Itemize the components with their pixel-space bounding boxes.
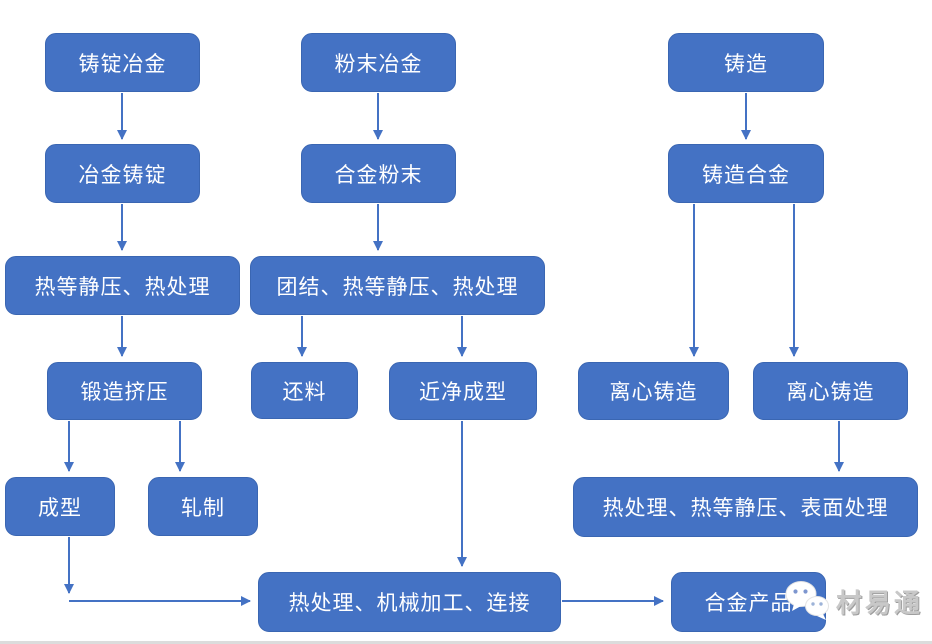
node-heat-machining-joining: 热处理、机械加工、连接 bbox=[258, 572, 561, 632]
node-near-net-shape: 近净成型 bbox=[389, 362, 537, 420]
wechat-icon bbox=[785, 581, 829, 620]
node-rolling: 轧制 bbox=[148, 477, 258, 536]
node-centrifugal-casting-right: 离心铸造 bbox=[753, 362, 908, 420]
node-cast-alloy: 铸造合金 bbox=[668, 144, 824, 203]
node-casting: 铸造 bbox=[668, 33, 824, 92]
watermark: 材易通 bbox=[784, 580, 923, 622]
node-alloy-powder: 合金粉末 bbox=[301, 144, 456, 203]
node-forming: 成型 bbox=[5, 477, 115, 536]
node-metallurgy-ingot: 冶金铸锭 bbox=[45, 144, 200, 203]
node-billet: 还料 bbox=[251, 362, 358, 419]
node-ingot-metallurgy: 铸锭冶金 bbox=[45, 33, 200, 92]
node-consolidation-hip-heat-treatment: 团结、热等静压、热处理 bbox=[250, 256, 545, 315]
node-powder-metallurgy: 粉末冶金 bbox=[301, 33, 456, 92]
node-heat-hip-surface-treatment: 热处理、热等静压、表面处理 bbox=[573, 477, 918, 537]
node-forging-extrusion: 锻造挤压 bbox=[47, 362, 202, 420]
node-centrifugal-casting-left: 离心铸造 bbox=[578, 362, 729, 420]
node-hip-heat-treatment: 热等静压、热处理 bbox=[5, 256, 240, 315]
watermark-brand-text: 材易通 bbox=[836, 587, 924, 618]
